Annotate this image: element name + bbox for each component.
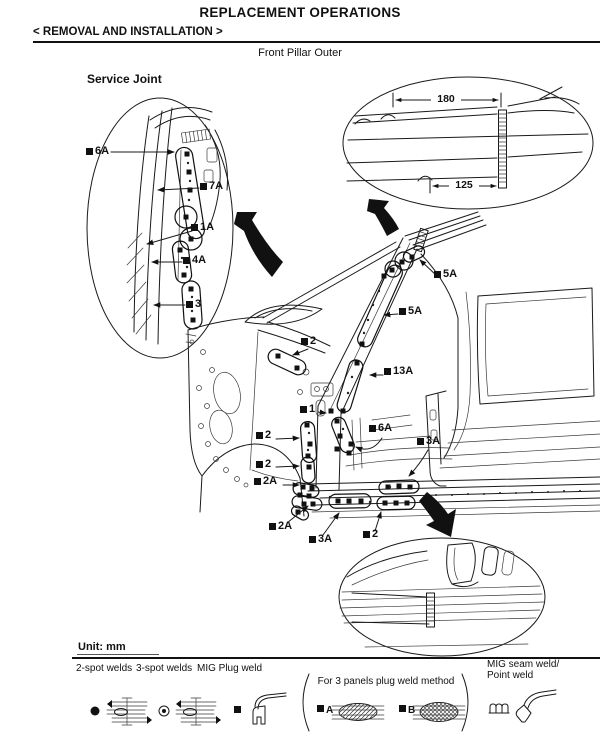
legend-mig-plug-label: MIG Plug weld — [197, 663, 263, 674]
legend-three-panels-label: For 3 panels plug weld method — [317, 676, 455, 687]
callout-2a-pillar: 2A — [254, 476, 277, 487]
service-joint-title: Service Joint — [87, 72, 162, 86]
mig-seam-weld-icon — [488, 689, 557, 723]
roof-rail-seam-detail — [342, 76, 594, 210]
dimension-180-value: 180 — [431, 93, 461, 105]
header-rule — [33, 41, 600, 43]
weld-square-icon — [256, 432, 263, 439]
legend-three-spot-label: 3-spot welds — [136, 663, 193, 674]
dimension-125-value: 125 — [449, 179, 479, 191]
callout-4a-service: 4A — [183, 255, 206, 266]
weld-square-icon — [254, 478, 261, 485]
seam-weld-strip-icon — [498, 109, 507, 189]
legend-panel-b-label: B — [408, 705, 416, 716]
weld-square-icon — [200, 183, 207, 190]
callout-leaders — [275, 259, 437, 536]
weld-square-icon — [301, 338, 308, 345]
callout-1: 1 — [300, 404, 315, 415]
weld-square-icon — [417, 438, 424, 445]
mig-plug-weld-icon — [234, 692, 287, 725]
weld-square-icon — [86, 148, 93, 155]
callout-13a: 13A — [384, 366, 413, 377]
weld-square-icon — [269, 523, 276, 530]
callout-5a-upper: 5A — [434, 269, 457, 280]
sill-seam-strip-icon — [426, 592, 435, 628]
roof-rail-seam-mark — [413, 227, 429, 253]
weld-square-icon — [300, 406, 307, 413]
callout-3a-sill: 3A — [309, 534, 332, 545]
sill-seam-detail — [338, 537, 546, 657]
weld-square-icon — [399, 308, 406, 315]
callout-3a-floor: 3A — [417, 436, 440, 447]
callout-5a-mid: 5A — [399, 306, 422, 317]
callout-2-pillar-lower: 2 — [256, 459, 271, 470]
service-joint-detail — [86, 97, 234, 359]
callout-2-pillar-upper: 2 — [256, 430, 271, 441]
arrow-to-sill-seam-detail — [419, 492, 456, 537]
legend-mig-seam-label-line2: Point weld — [487, 670, 534, 681]
callout-3-service: 3 — [186, 299, 201, 310]
callout-6a-service: 6A — [86, 146, 109, 157]
callout-6a-floor: 6A — [369, 423, 392, 434]
arrow-to-roof-seam-detail — [367, 199, 399, 236]
service-joint-seam-weld — [181, 128, 211, 144]
weld-square-icon — [384, 368, 391, 375]
sill-rivet-dots — [435, 490, 581, 496]
three-spot-weld-icon — [158, 697, 221, 726]
car-body-drawing — [185, 211, 600, 536]
body-weld-squares — [275, 254, 415, 515]
section-caption: Front Pillar Outer — [258, 47, 342, 59]
service-joint-leaders — [110, 149, 200, 308]
unit-note-underline — [77, 654, 159, 655]
weld-square-icon — [309, 536, 316, 543]
page-subtitle: < REMOVAL AND INSTALLATION > — [33, 26, 223, 38]
callout-2-sill: 2 — [363, 529, 378, 540]
weld-square-icon — [183, 257, 190, 264]
weld-square-icon — [191, 224, 198, 231]
legend-panel-a-label: A — [326, 705, 334, 716]
callout-2-cowl: 2 — [301, 336, 316, 347]
weld-square-icon — [434, 271, 441, 278]
legend-two-spot-label: 2-spot welds — [76, 663, 133, 674]
weld-square-icon — [186, 301, 193, 308]
two-spot-weld-icon — [90, 697, 152, 726]
body-weld-dots — [306, 289, 392, 504]
weld-square-icon — [369, 425, 376, 432]
fender-holes — [189, 339, 249, 488]
service-joint-weld-squares — [177, 151, 196, 323]
callout-7a-service: 7A — [200, 181, 223, 192]
arrow-to-service-joint — [234, 212, 283, 277]
page-title: REPLACEMENT OPERATIONS — [199, 5, 401, 20]
callout-2a-sill: 2A — [269, 521, 292, 532]
weld-square-icon — [363, 531, 370, 538]
legend-mig-seam-label-line1: MIG seam weld/ — [487, 659, 560, 670]
callout-1a-service: 1A — [191, 222, 214, 233]
unit-note: Unit: mm — [78, 641, 126, 653]
weld-square-icon — [256, 461, 263, 468]
legend-rule — [72, 657, 600, 659]
service-joint-weld-dots — [180, 161, 194, 313]
legend-symbols — [90, 673, 557, 732]
three-panels-plug-weld-icons — [302, 673, 469, 732]
